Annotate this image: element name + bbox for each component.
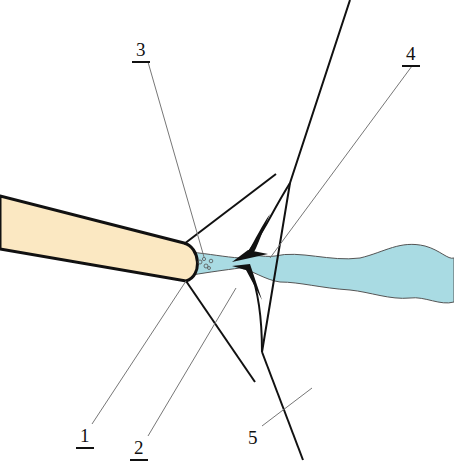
probe-tube — [0, 196, 197, 281]
callout-number: 2 — [130, 438, 148, 461]
callout-number: 5 — [244, 428, 262, 449]
fluid-jet — [190, 244, 454, 303]
leader-lines — [92, 62, 412, 436]
membrane-lines — [184, 0, 350, 460]
callout-number: 1 — [76, 426, 94, 449]
bubbles — [198, 257, 213, 269]
callout-number: 4 — [402, 44, 420, 67]
callout-number: 3 — [132, 40, 150, 63]
wedge-fill — [232, 214, 270, 300]
